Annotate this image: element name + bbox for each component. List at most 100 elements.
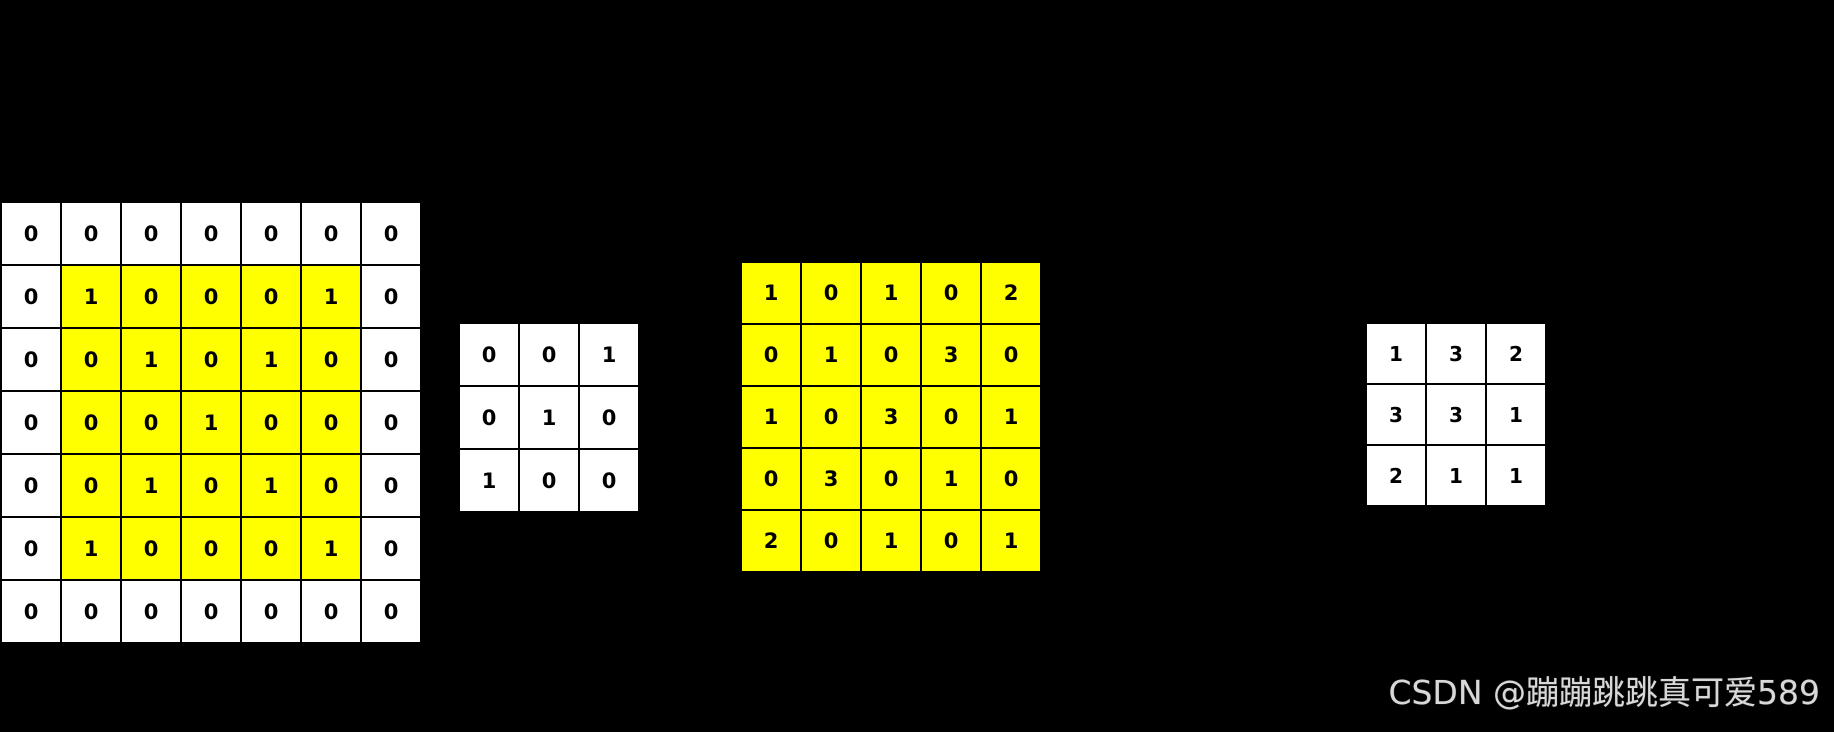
matrix-cell-0-6: 0 xyxy=(360,201,422,266)
matrix-cell-0-3: 0 xyxy=(920,261,982,325)
matrix-cell-6-3: 0 xyxy=(180,579,242,644)
matrix-cell-0-0: 0 xyxy=(458,322,520,387)
matrix-cell-2-5: 0 xyxy=(300,327,362,392)
matrix-cell-3-2: 0 xyxy=(120,390,182,455)
matrix-cell-4-1: 0 xyxy=(800,509,862,573)
matrix-cell-4-1: 0 xyxy=(60,453,122,518)
matrix-cell-0-1: 0 xyxy=(518,322,580,387)
matrix-cell-0-5: 0 xyxy=(300,201,362,266)
matrix-cell-3-1: 3 xyxy=(800,447,862,511)
matrix-cell-4-5: 0 xyxy=(300,453,362,518)
matrix-cell-1-2: 0 xyxy=(578,385,640,450)
matrix-cell-2-2: 3 xyxy=(860,385,922,449)
matrix-cell-0-2: 2 xyxy=(1485,322,1547,385)
matrix-cell-6-0: 0 xyxy=(0,579,62,644)
matrix-cell-0-0: 0 xyxy=(0,201,62,266)
matrix-cell-5-0: 0 xyxy=(0,516,62,581)
matrix-cell-0-2: 1 xyxy=(860,261,922,325)
matrix-cell-4-4: 1 xyxy=(240,453,302,518)
matrix-cell-2-1: 0 xyxy=(518,448,580,513)
matrix-cell-2-0: 0 xyxy=(0,327,62,392)
matrix-cell-0-2: 0 xyxy=(120,201,182,266)
matrix-cell-1-0: 0 xyxy=(0,264,62,329)
matrix-cell-2-0: 1 xyxy=(740,385,802,449)
matrix-cell-3-0: 0 xyxy=(0,390,62,455)
matrix-cell-6-6: 0 xyxy=(360,579,422,644)
matrix-cell-2-2: 0 xyxy=(578,448,640,513)
matrix-cell-1-3: 0 xyxy=(180,264,242,329)
matrix-cell-6-4: 0 xyxy=(240,579,302,644)
matrix-cell-6-1: 0 xyxy=(60,579,122,644)
matrix-cell-3-5: 0 xyxy=(300,390,362,455)
matrix-cell-3-3: 1 xyxy=(180,390,242,455)
matrix-cell-0-1: 0 xyxy=(60,201,122,266)
matrix-cell-1-4: 0 xyxy=(980,323,1042,387)
matrix-cell-2-0: 2 xyxy=(1365,444,1427,507)
matrix-cell-0-4: 2 xyxy=(980,261,1042,325)
matrix-cell-3-0: 0 xyxy=(740,447,802,511)
matrix-cell-0-0: 1 xyxy=(740,261,802,325)
matrix-cell-1-6: 0 xyxy=(360,264,422,329)
matrix-cell-3-4: 0 xyxy=(980,447,1042,511)
matrix-cell-5-4: 0 xyxy=(240,516,302,581)
matrix-cell-4-4: 1 xyxy=(980,509,1042,573)
matrix-cell-4-0: 0 xyxy=(0,453,62,518)
matrix-cell-1-4: 0 xyxy=(240,264,302,329)
matrix-cell-4-2: 1 xyxy=(860,509,922,573)
matrix-cell-2-1: 0 xyxy=(800,385,862,449)
matrix-cell-4-2: 1 xyxy=(120,453,182,518)
matrix-cell-2-4: 1 xyxy=(240,327,302,392)
matrix-cell-1-2: 0 xyxy=(120,264,182,329)
matrix-cell-3-4: 0 xyxy=(240,390,302,455)
matrix-cell-1-3: 3 xyxy=(920,323,982,387)
matrix-cell-5-5: 1 xyxy=(300,516,362,581)
matrix-cell-1-1: 1 xyxy=(800,323,862,387)
matrix-cell-1-0: 0 xyxy=(458,385,520,450)
matrix-cell-4-3: 0 xyxy=(920,509,982,573)
matrix-cell-1-5: 1 xyxy=(300,264,362,329)
matrix-cell-3-2: 0 xyxy=(860,447,922,511)
matrix-cell-1-1: 1 xyxy=(60,264,122,329)
matrix-cell-3-1: 0 xyxy=(60,390,122,455)
matrix-cell-2-2: 1 xyxy=(1485,444,1547,507)
matrix-cell-6-2: 0 xyxy=(120,579,182,644)
matrix-cell-3-6: 0 xyxy=(360,390,422,455)
matrix-cell-0-1: 3 xyxy=(1425,322,1487,385)
matrix-cell-2-4: 1 xyxy=(980,385,1042,449)
matrix-cell-1-0: 3 xyxy=(1365,383,1427,446)
matrix-cell-5-2: 0 xyxy=(120,516,182,581)
matrix-cell-4-0: 2 xyxy=(740,509,802,573)
matrix-cell-2-3: 0 xyxy=(920,385,982,449)
matrix-cell-5-6: 0 xyxy=(360,516,422,581)
matrix-cell-0-0: 1 xyxy=(1365,322,1427,385)
matrix-cell-2-1: 1 xyxy=(1425,444,1487,507)
matrix-cell-1-1: 3 xyxy=(1425,383,1487,446)
matrix-cell-1-2: 0 xyxy=(860,323,922,387)
matrix-cell-5-1: 1 xyxy=(60,516,122,581)
matrix-cell-2-3: 0 xyxy=(180,327,242,392)
matrix-cell-5-3: 0 xyxy=(180,516,242,581)
matrix-cell-1-0: 0 xyxy=(740,323,802,387)
matrix-cell-2-2: 1 xyxy=(120,327,182,392)
matrix-cell-2-6: 0 xyxy=(360,327,422,392)
matrix-cell-4-3: 0 xyxy=(180,453,242,518)
watermark-text: CSDN @蹦蹦跳跳真可爱589 xyxy=(1388,673,1820,712)
